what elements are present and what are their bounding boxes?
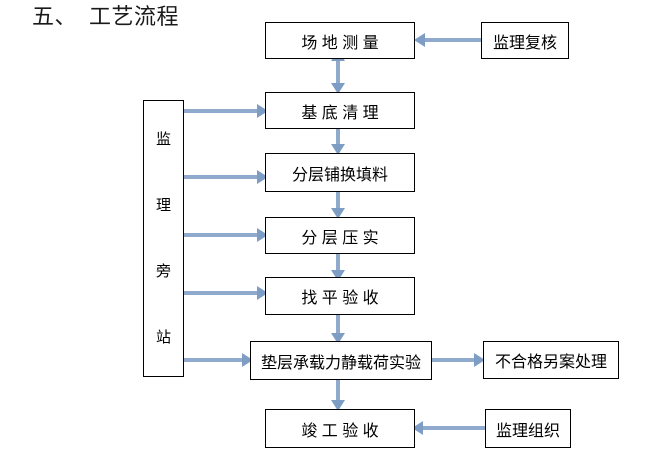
node-label: 分层铺换填料 [291, 166, 388, 184]
node-site-survey[interactable]: 场 地 测 量 [265, 22, 415, 59]
arrow-stem [336, 127, 340, 146]
arrow-stem [421, 426, 486, 430]
node-label-char-4: 站 [155, 328, 171, 346]
arrow-stem [336, 59, 340, 85]
page-title: 五、 工艺流程 [32, 4, 180, 29]
arrow-head-left [414, 33, 425, 47]
node-label-char-1: 监 [155, 131, 171, 149]
arrow-stem [183, 233, 259, 237]
arrow-loadtest-to-unqualified [431, 352, 485, 368]
node-supervision-review[interactable]: 监理复核 [481, 22, 569, 59]
arrow-station-to-compaction [183, 227, 268, 243]
node-label: 分 层 压 实 [301, 229, 379, 247]
arrow-stem [183, 291, 259, 295]
node-supervision-organization[interactable]: 监理组织 [485, 409, 571, 448]
arrow-stem [183, 175, 259, 179]
node-label: 竣 工 验 收 [301, 422, 379, 440]
arrow-stem [336, 314, 340, 335]
node-layered-compaction[interactable]: 分 层 压 实 [265, 217, 415, 254]
arrow-head-right [257, 104, 268, 118]
arrow-stem [336, 191, 340, 210]
node-supervision-station[interactable]: 监 理 旁 站 [143, 100, 184, 377]
arrow-station-to-basecleaning [183, 103, 268, 119]
arrow-station-to-leveling [183, 285, 268, 301]
node-label-char-2: 理 [155, 197, 171, 215]
node-label: 监理复核 [492, 34, 557, 52]
node-base-cleaning[interactable]: 基 底 清 理 [265, 92, 415, 129]
arrow-stem [183, 109, 259, 113]
node-leveling-acceptance[interactable]: 找 平 验 收 [265, 277, 415, 315]
arrow-loadtest-to-completion [330, 379, 346, 411]
node-label: 基 底 清 理 [301, 104, 379, 122]
arrow-head-right [257, 170, 268, 184]
arrow-backfill-to-compaction [330, 191, 346, 219]
arrow-head-right [474, 353, 485, 367]
arrow-stem [423, 38, 482, 42]
arrow-head-down [331, 83, 345, 94]
arrow-organization-to-completion [412, 420, 486, 436]
node-label-char-3: 旁 [155, 262, 171, 280]
node-layered-backfill[interactable]: 分层铺换填料 [265, 153, 415, 192]
node-label: 场 地 测 量 [301, 34, 379, 52]
node-label: 找 平 验 收 [301, 290, 379, 307]
node-label: 监理组织 [495, 422, 560, 440]
arrow-stem [183, 358, 244, 362]
node-label: 不合格另案处理 [494, 354, 607, 371]
arrow-head-down [331, 270, 345, 281]
arrow-leveling-to-loadtest [330, 314, 346, 344]
arrow-station-to-backfill [183, 169, 268, 185]
arrow-compaction-to-leveling [330, 253, 346, 281]
arrow-review-to-survey [414, 32, 482, 48]
arrow-basecleaning-to-backfill [330, 127, 346, 155]
node-label: 垫层承载力静载荷实验 [260, 354, 421, 372]
arrow-head-right [257, 286, 268, 300]
arrow-station-to-loadtest [183, 352, 253, 368]
arrow-head-down [331, 208, 345, 219]
arrow-stem [336, 379, 340, 402]
arrow-stem [431, 358, 476, 362]
node-unqualified-handling[interactable]: 不合格另案处理 [483, 341, 619, 379]
arrow-head-right [242, 353, 253, 367]
arrow-head-left [412, 421, 423, 435]
arrow-stem [336, 253, 340, 272]
node-completion-acceptance[interactable]: 竣 工 验 收 [265, 409, 415, 448]
arrow-head-down [331, 333, 345, 344]
arrow-head-down [331, 144, 345, 155]
node-static-load-test[interactable]: 垫层承载力静载荷实验 [250, 341, 432, 380]
arrow-head-down [331, 400, 345, 411]
arrow-head-right [257, 228, 268, 242]
